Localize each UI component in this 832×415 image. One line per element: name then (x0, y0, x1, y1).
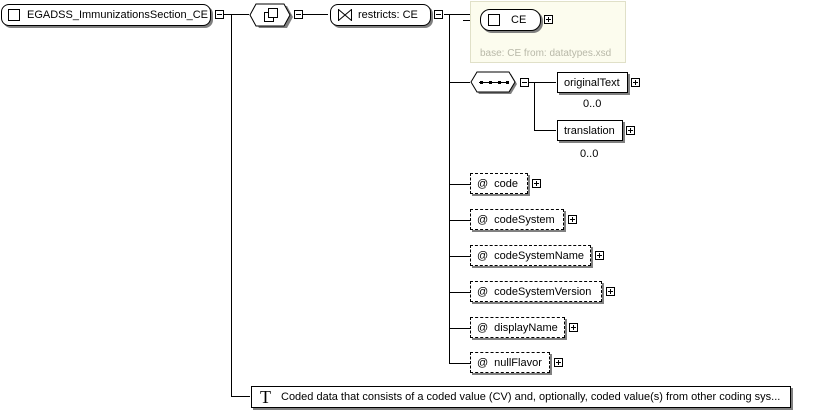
element-icon (8, 9, 20, 21)
root-element-label: EGADSS_ImmunizationsSection_CE (27, 9, 208, 21)
attribute-label: codeSystem (494, 213, 555, 226)
code-system-expand-button[interactable] (568, 215, 577, 224)
sequence-node[interactable] (470, 71, 517, 94)
root-element-box[interactable]: EGADSS_ImmunizationsSection_CE (1, 4, 211, 26)
attribute-code-system-name[interactable]: @ codeSystemName (470, 245, 591, 266)
sequence-collapse-button[interactable] (520, 78, 529, 87)
root-collapse-button[interactable] (215, 10, 224, 19)
restriction-label: restricts: CE (358, 9, 418, 21)
attribute-label: code (494, 177, 519, 190)
attribute-null-flavor[interactable]: @ nullFlavor (470, 352, 550, 373)
attribute-code-system[interactable]: @ codeSystem (470, 209, 564, 230)
attribute-label: codeSystemName (494, 249, 585, 262)
attribute-code[interactable]: @ code (470, 173, 528, 194)
extension-base-text: base: CE from: datatypes.xsd (480, 48, 612, 59)
translation-expand-button[interactable] (626, 126, 635, 135)
restriction-icon (338, 9, 352, 21)
attribute-label: nullFlavor (494, 356, 542, 369)
attribute-icon: @ (477, 213, 489, 226)
sequence-icon (470, 71, 517, 94)
element-label: originalText (564, 76, 620, 89)
attribute-icon: @ (477, 249, 489, 262)
extension-expand-button[interactable] (544, 15, 553, 24)
code-system-version-expand-button[interactable] (606, 287, 615, 296)
annotation-box[interactable]: T Coded data that consists of a coded va… (251, 386, 791, 408)
attribute-icon: @ (477, 356, 489, 369)
extension-type-label: CE (511, 14, 527, 26)
code-system-name-expand-button[interactable] (595, 251, 604, 260)
code-expand-button[interactable] (532, 179, 541, 188)
type-icon (488, 14, 500, 26)
attribute-label: displayName (494, 321, 558, 334)
element-cardinality: 0..0 (580, 148, 599, 160)
complex-type-icon (249, 3, 293, 28)
display-name-expand-button[interactable] (569, 323, 578, 332)
annotation-text: Coded data that consists of a coded valu… (281, 391, 781, 403)
extension-type-box[interactable]: CE (480, 9, 541, 31)
null-flavor-expand-button[interactable] (554, 358, 563, 367)
attribute-icon: @ (477, 321, 489, 334)
complex-type-collapse-button[interactable] (294, 10, 303, 19)
restriction-box[interactable]: restricts: CE (330, 4, 431, 26)
attribute-icon: @ (477, 285, 489, 298)
attribute-icon: @ (477, 177, 489, 190)
element-label: translation (564, 124, 615, 137)
annotation-icon: T (260, 387, 271, 407)
attribute-label: codeSystemVersion (494, 285, 592, 298)
attribute-display-name[interactable]: @ displayName (470, 317, 565, 338)
complex-type-node[interactable] (249, 3, 293, 28)
restriction-collapse-button[interactable] (434, 10, 443, 19)
original-text-expand-button[interactable] (631, 78, 640, 87)
element-cardinality: 0..0 (583, 98, 602, 110)
element-original-text[interactable]: originalText (557, 72, 628, 93)
element-translation[interactable]: translation (557, 120, 623, 141)
attribute-code-system-version[interactable]: @ codeSystemVersion (470, 281, 602, 302)
